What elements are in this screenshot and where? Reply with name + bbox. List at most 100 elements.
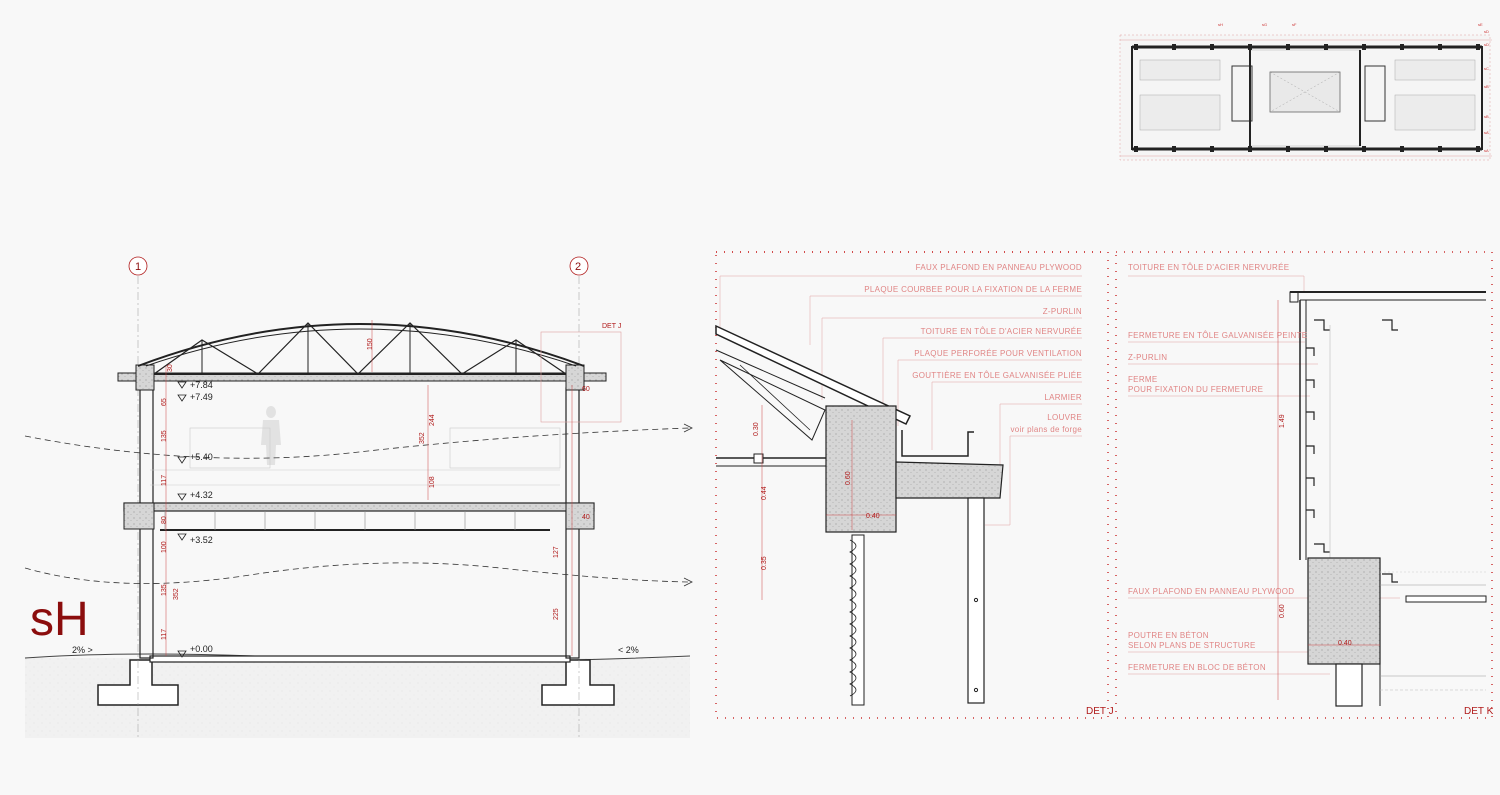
det-j-label: FAUX PLAFOND EN PANNEAU PLYWOOD	[916, 263, 1082, 272]
key-plan-columns	[1134, 44, 1480, 152]
grid-bubble-2	[569, 256, 589, 276]
key-plan-column	[1248, 146, 1252, 152]
key-plan-col-tags: sH sG sF sE	[1218, 22, 1483, 27]
svg-text:150: 150	[367, 338, 374, 350]
kp-row-tag: sB'	[1484, 84, 1490, 89]
level-markers: +7.84 +7.49 +5.40 +4.32 +3.52 +0.00	[177, 380, 213, 658]
svg-text:225: 225	[553, 608, 560, 620]
kp-col-tag: sG	[1262, 22, 1267, 27]
key-plan-column	[1324, 146, 1328, 152]
grid-bubble-1	[128, 256, 148, 276]
kp-col-tag: sE	[1478, 22, 1483, 27]
detail-j-dimensions: 0.30 0.44 0.60 0.40 0.35	[753, 422, 880, 570]
det-j-label: LARMIER	[1044, 393, 1082, 402]
key-plan-column	[1286, 146, 1290, 152]
svg-text:1.49: 1.49	[1279, 414, 1286, 428]
det-k-label: POUTRE EN BÉTON	[1128, 631, 1209, 640]
kp-row-tag: sD	[1484, 29, 1489, 34]
grid-label-right: 2	[575, 261, 581, 273]
level-label: +5.40	[190, 452, 213, 462]
det-j-label: Z-PURLIN	[1043, 307, 1082, 316]
key-plan-column	[1476, 146, 1480, 152]
svg-text:127: 127	[553, 546, 560, 558]
svg-text:108: 108	[429, 476, 436, 488]
svg-text:352: 352	[419, 432, 426, 444]
det-k-label: FAUX PLAFOND EN PANNEAU PLYWOOD	[1128, 587, 1294, 596]
section-dimensions: 150 30 65 135 117 352 244 108 60 80 40 1…	[161, 338, 590, 640]
svg-text:117: 117	[161, 475, 168, 486]
svg-text:0.44: 0.44	[761, 486, 768, 500]
detail-j-leaders	[719, 275, 1082, 526]
svg-text:0.40: 0.40	[1338, 640, 1352, 647]
level-label: +0.00	[190, 644, 213, 654]
detail-j-title: DET J	[1086, 706, 1114, 717]
svg-text:244: 244	[429, 414, 436, 426]
detail-j-dimension-lines	[761, 405, 896, 600]
det-k-label: TOITURE EN TÔLE D'ACIER NERVURÉE	[1128, 263, 1289, 272]
svg-text:117: 117	[161, 629, 168, 640]
key-plan-column	[1476, 44, 1480, 50]
det-j-label: PLAQUE PERFORÉE POUR VENTILATION	[914, 349, 1082, 358]
det-j-label: PLAQUE COURBEE POUR LA FIXATION DE LA FE…	[864, 285, 1082, 294]
stair-outline	[150, 427, 561, 486]
level-label: +7.49	[190, 392, 213, 402]
det-k-label: FERMETURE EN BLOC DE BÉTON	[1128, 663, 1266, 672]
detail-k-dimension-lines	[1277, 300, 1380, 700]
key-plan-column	[1324, 44, 1328, 50]
key-plan-column	[1438, 44, 1442, 50]
key-plan-column	[1172, 146, 1176, 152]
section-dimension-lines	[165, 320, 573, 656]
sheet-code: sH	[30, 593, 89, 646]
kp-col-tag: sH	[1218, 22, 1223, 27]
key-plan-column	[1172, 44, 1176, 50]
level-label: +3.52	[190, 535, 213, 545]
key-plan-column	[1362, 44, 1366, 50]
key-plan-column	[1210, 146, 1214, 152]
kp-row-tag: sA'	[1484, 130, 1490, 135]
key-plan-column	[1400, 44, 1404, 50]
det-j-label: LOUVRE	[1047, 413, 1082, 422]
svg-text:80: 80	[161, 516, 168, 524]
key-plan-row-tags: sD sD' sC sB' sB sA' sA	[1484, 29, 1490, 153]
detail-k-title: DET K	[1464, 706, 1494, 717]
key-plan-column	[1248, 44, 1252, 50]
svg-text:352: 352	[173, 588, 180, 600]
det-j-reference: DET J	[602, 323, 621, 330]
key-plan-column	[1210, 44, 1214, 50]
kp-row-tag: sD'	[1484, 42, 1490, 47]
key-plan-column	[1286, 44, 1290, 50]
kp-row-tag: sC	[1484, 66, 1489, 71]
key-plan-column	[1134, 44, 1138, 50]
level-label: +7.84	[190, 380, 213, 390]
svg-text:100: 100	[161, 541, 168, 553]
det-k-label: POUR FIXATION DU FERMETURE	[1128, 385, 1263, 394]
key-plan: sH sG sF sE sD sD' sC sB' sB sA' sA	[1119, 22, 1492, 161]
slope-right: < 2%	[618, 645, 639, 655]
det-k-label: FERMETURE EN TÔLE GALVANISÉE PEINTE	[1128, 331, 1307, 340]
key-plan-column	[1362, 146, 1366, 152]
slope-left: 2% >	[72, 645, 93, 655]
key-plan-column	[1134, 146, 1138, 152]
kp-row-tag: sA	[1484, 148, 1489, 153]
k-purlins	[1306, 319, 1398, 583]
kp-row-tag: sB	[1484, 114, 1489, 119]
svg-text:0.30: 0.30	[753, 422, 760, 436]
grid-label-left: 1	[135, 261, 141, 273]
svg-text:0.35: 0.35	[761, 556, 768, 570]
det-k-label: FERME	[1128, 375, 1158, 384]
human-figure	[261, 406, 281, 465]
detail-k-dimensions: 1.49 0.60 0.40	[1279, 414, 1352, 647]
kp-col-tag: sF	[1292, 22, 1297, 27]
svg-text:40: 40	[582, 514, 590, 521]
key-plan-column	[1400, 146, 1404, 152]
det-j-label: GOUTTIÈRE EN TÔLE GALVANISÉE PLIÉE	[912, 371, 1082, 380]
det-k-label: SELON PLANS DE STRUCTURE	[1128, 641, 1256, 650]
building-section: 1 2	[24, 256, 693, 740]
det-k-label: Z-PURLIN	[1128, 353, 1167, 362]
det-j-label: voir plans de forge	[1010, 425, 1082, 434]
detail-j: FAUX PLAFOND EN PANNEAU PLYWOOD PLAQUE C…	[715, 251, 1114, 719]
level-label: +4.32	[190, 490, 213, 500]
svg-text:0.60: 0.60	[845, 471, 852, 485]
svg-text:135: 135	[161, 584, 168, 596]
